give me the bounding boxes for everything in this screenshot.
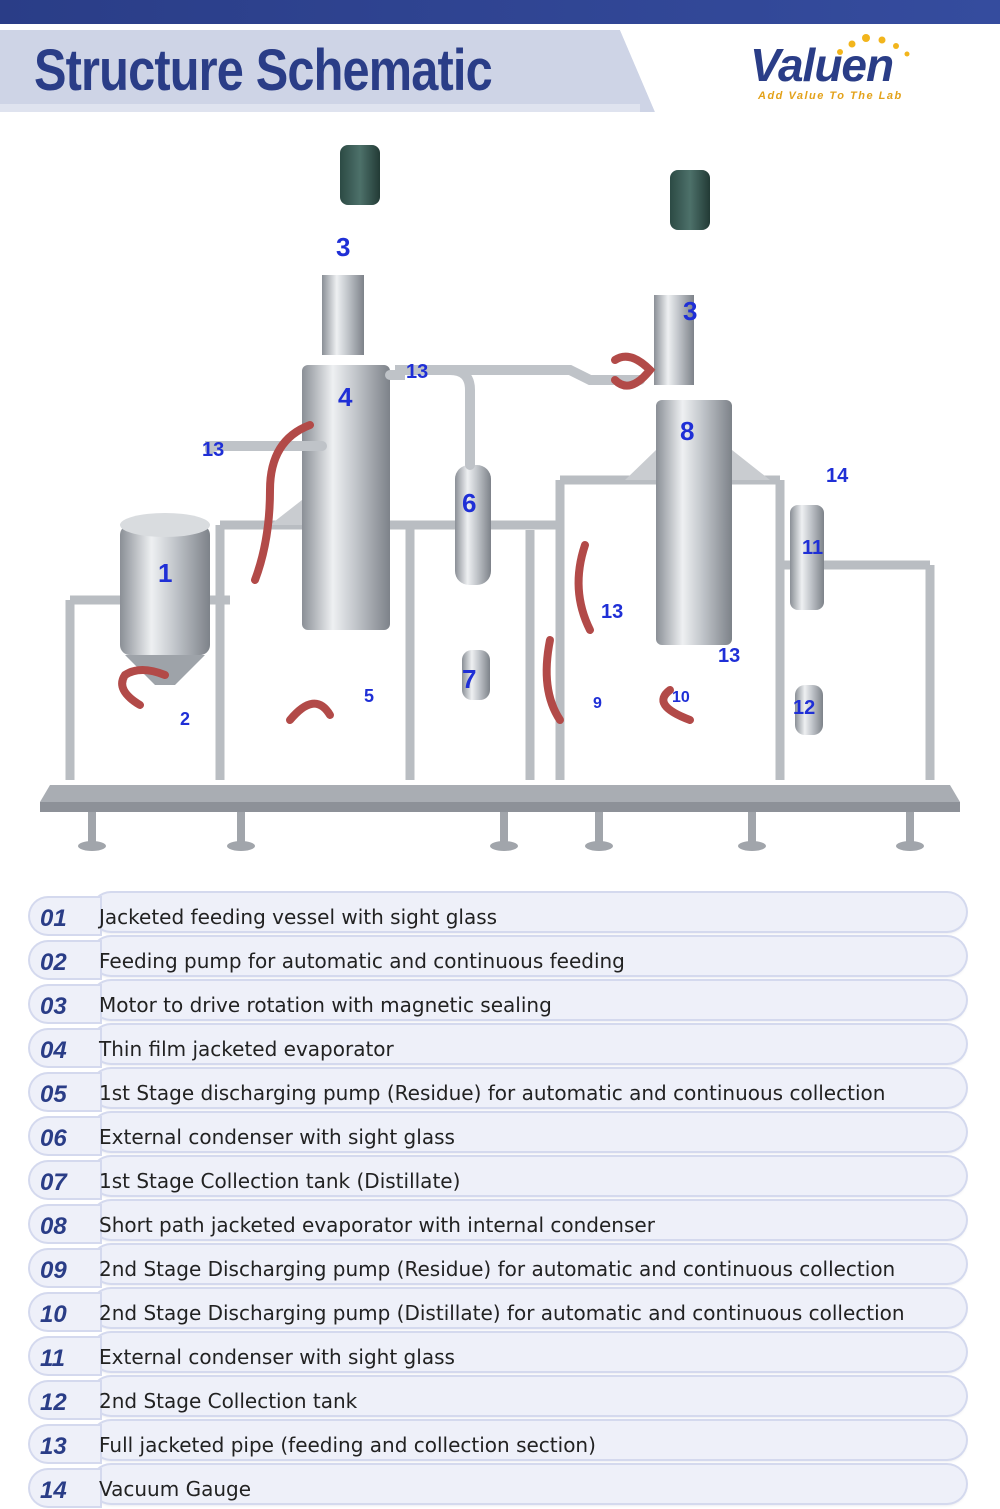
svg-text:3: 3 [683,296,697,326]
svg-text:10: 10 [672,689,690,706]
legend-row: 04 Thin film jacketed evaporator [30,1025,972,1069]
legend-text: External condenser with sight glass [99,1125,455,1149]
legend-number: 14 [40,1477,67,1504]
svg-text:13: 13 [406,361,428,383]
header-banner [0,0,1000,112]
legend-number: 01 [40,905,67,932]
legend-text: Full jacketed pipe (feeding and collecti… [99,1433,596,1457]
svg-text:2: 2 [180,709,190,729]
svg-text:1: 1 [158,558,172,588]
svg-text:3: 3 [336,232,350,262]
legend-row: 14 Vacuum Gauge [30,1465,972,1509]
brand-logo: Valuen Add Value To The Lab [740,30,940,110]
legend-text: Short path jacketed evaporator with inte… [99,1213,655,1237]
svg-text:8: 8 [680,416,694,446]
legend-text: Thin film jacketed evaporator [99,1037,394,1061]
header: Structure Schematic Valuen Add Value To … [0,0,1000,112]
legend-text: Motor to drive rotation with magnetic se… [99,993,552,1017]
equipment-photo: 1 2 3 3 4 5 6 7 8 9 10 11 12 13 13 13 13… [30,130,970,860]
svg-text:13: 13 [601,601,623,623]
svg-text:5: 5 [364,686,374,706]
legend-row: 09 2nd Stage Discharging pump (Residue) … [30,1245,972,1289]
legend-row: 10 2nd Stage Discharging pump (Distillat… [30,1289,972,1333]
legend-text: 1st Stage Collection tank (Distillate) [99,1169,461,1193]
legend-row: 03 Motor to drive rotation with magnetic… [30,981,972,1025]
legend-text: Feeding pump for automatic and continuou… [99,949,625,973]
legend-text: Vacuum Gauge [99,1477,252,1501]
legend-row: 13 Full jacketed pipe (feeding and colle… [30,1421,972,1465]
svg-text:7: 7 [462,664,476,694]
logo-wordmark: Valuen [750,39,894,91]
legend-number: 08 [40,1213,67,1240]
legend-number: 04 [40,1037,67,1064]
legend-row: 06 External condenser with sight glass [30,1113,972,1157]
logo-tagline: Add Value To The Lab [758,90,903,102]
legend-row: 11 External condenser with sight glass [30,1333,972,1377]
legend-number: 09 [40,1257,67,1284]
legend-row: 01 Jacketed feeding vessel with sight gl… [30,893,972,937]
svg-text:4: 4 [338,382,353,412]
legend-text: Jacketed feeding vessel with sight glass [99,905,498,929]
svg-text:13: 13 [718,645,740,667]
legend-row: 05 1st Stage discharging pump (Residue) … [30,1069,972,1113]
legend-number: 06 [40,1125,67,1152]
legend-list: 01 Jacketed feeding vessel with sight gl… [30,893,972,1509]
legend-number: 05 [40,1081,67,1108]
distillation-unit-illustration: 1 2 3 3 4 5 6 7 8 9 10 11 12 13 13 13 13… [40,145,960,851]
legend-number: 03 [40,993,67,1020]
legend-row: 08 Short path jacketed evaporator with i… [30,1201,972,1245]
legend-number: 10 [40,1301,67,1328]
legend-row: 07 1st Stage Collection tank (Distillate… [30,1157,972,1201]
legend-text: External condenser with sight glass [99,1345,455,1369]
legend-text: 2nd Stage Discharging pump (Distillate) … [99,1301,905,1325]
sun-dots-icon [837,34,910,57]
legend-number: 02 [40,949,67,976]
legend-number: 12 [40,1389,67,1416]
svg-text:13: 13 [202,439,224,461]
svg-text:14: 14 [826,465,849,487]
legend-row: 12 2nd Stage Collection tank [30,1377,972,1421]
svg-text:11: 11 [802,537,823,559]
legend-number: 07 [40,1169,67,1196]
photo-callouts: 1 2 3 3 4 5 6 7 8 9 10 11 12 13 13 13 13… [158,232,849,729]
svg-text:12: 12 [793,697,815,719]
legend-text: 2nd Stage Collection tank [99,1389,358,1413]
legend-number: 13 [40,1433,67,1460]
svg-text:9: 9 [593,695,602,712]
svg-text:6: 6 [462,488,476,518]
legend-text: 1st Stage discharging pump (Residue) for… [99,1081,886,1105]
legend-text: 2nd Stage Discharging pump (Residue) for… [99,1257,896,1281]
page-title: Structure Schematic [34,38,493,103]
legend-number: 11 [40,1345,65,1372]
legend-row: 02 Feeding pump for automatic and contin… [30,937,972,981]
